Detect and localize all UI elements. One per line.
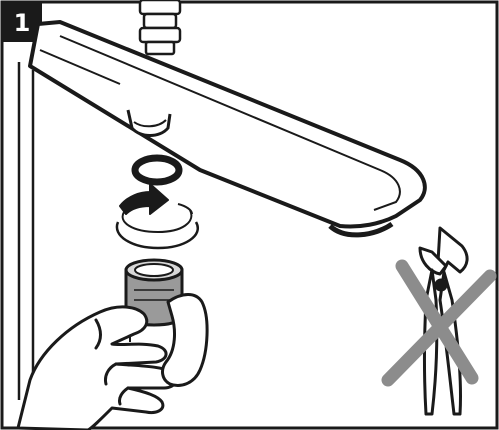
step-number: 1 — [14, 9, 31, 37]
top-connector — [140, 0, 180, 54]
